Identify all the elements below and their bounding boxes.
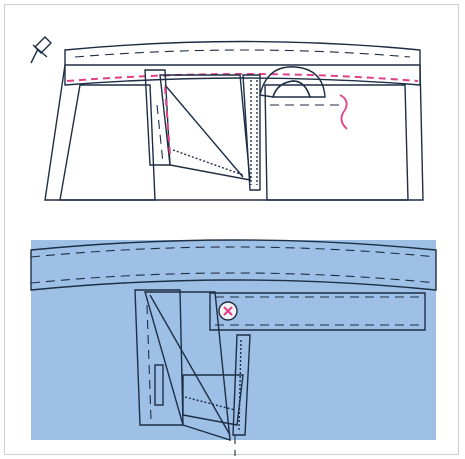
trouser-body xyxy=(44,64,424,201)
zipper-finished xyxy=(232,334,251,436)
illustration-frame xyxy=(4,4,459,456)
fly-shield xyxy=(144,291,244,441)
top-panel-illustration xyxy=(30,36,424,201)
basting-thread xyxy=(339,94,348,130)
zipper xyxy=(242,74,261,191)
pushpin-icon xyxy=(30,36,52,64)
fly-flap-right xyxy=(259,66,348,130)
waistband-finished xyxy=(30,239,437,291)
basting-line xyxy=(66,73,419,82)
bottom-panel-illustration xyxy=(30,239,437,456)
button-tab xyxy=(209,292,426,331)
